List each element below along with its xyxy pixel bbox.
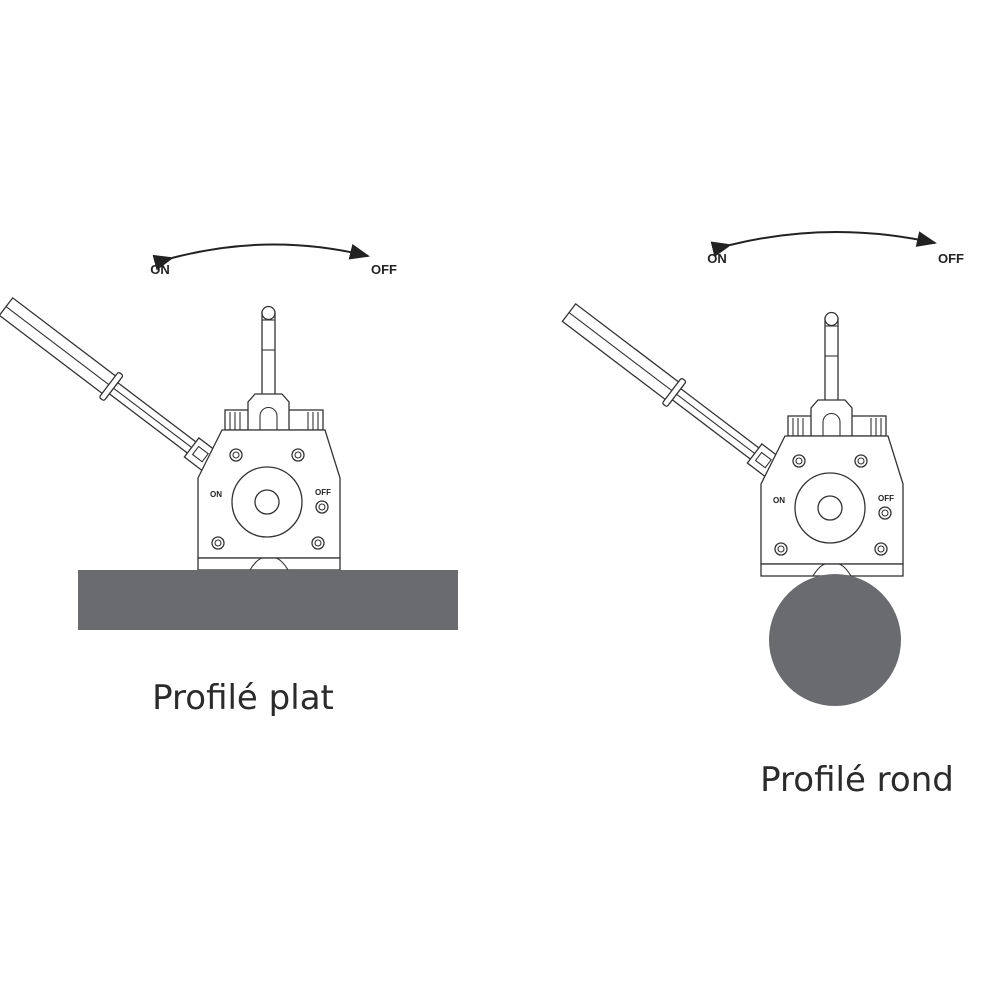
rotation-arrow	[152, 243, 370, 271]
magnetic-base	[558, 299, 904, 577]
rotation-arrow	[710, 230, 937, 258]
caption-round: Profilé rond	[760, 760, 954, 800]
body-off-label: OFF	[878, 494, 894, 503]
body-off-label: OFF	[315, 488, 331, 497]
arrow-on-label: ON	[150, 262, 170, 277]
flat-plate	[78, 570, 458, 630]
magnetic-base	[0, 293, 341, 571]
arrow-off-label: OFF	[938, 251, 964, 266]
device-round: ON OFF	[558, 230, 937, 706]
arrow-on-label: ON	[707, 251, 727, 266]
body-on-label: ON	[210, 490, 222, 499]
caption-flat: Profilé plat	[152, 678, 334, 718]
body-on-label: ON	[773, 496, 785, 505]
round-bar	[769, 574, 901, 706]
device-flat: ON OFF	[0, 243, 458, 630]
arrow-off-label: OFF	[371, 262, 397, 277]
